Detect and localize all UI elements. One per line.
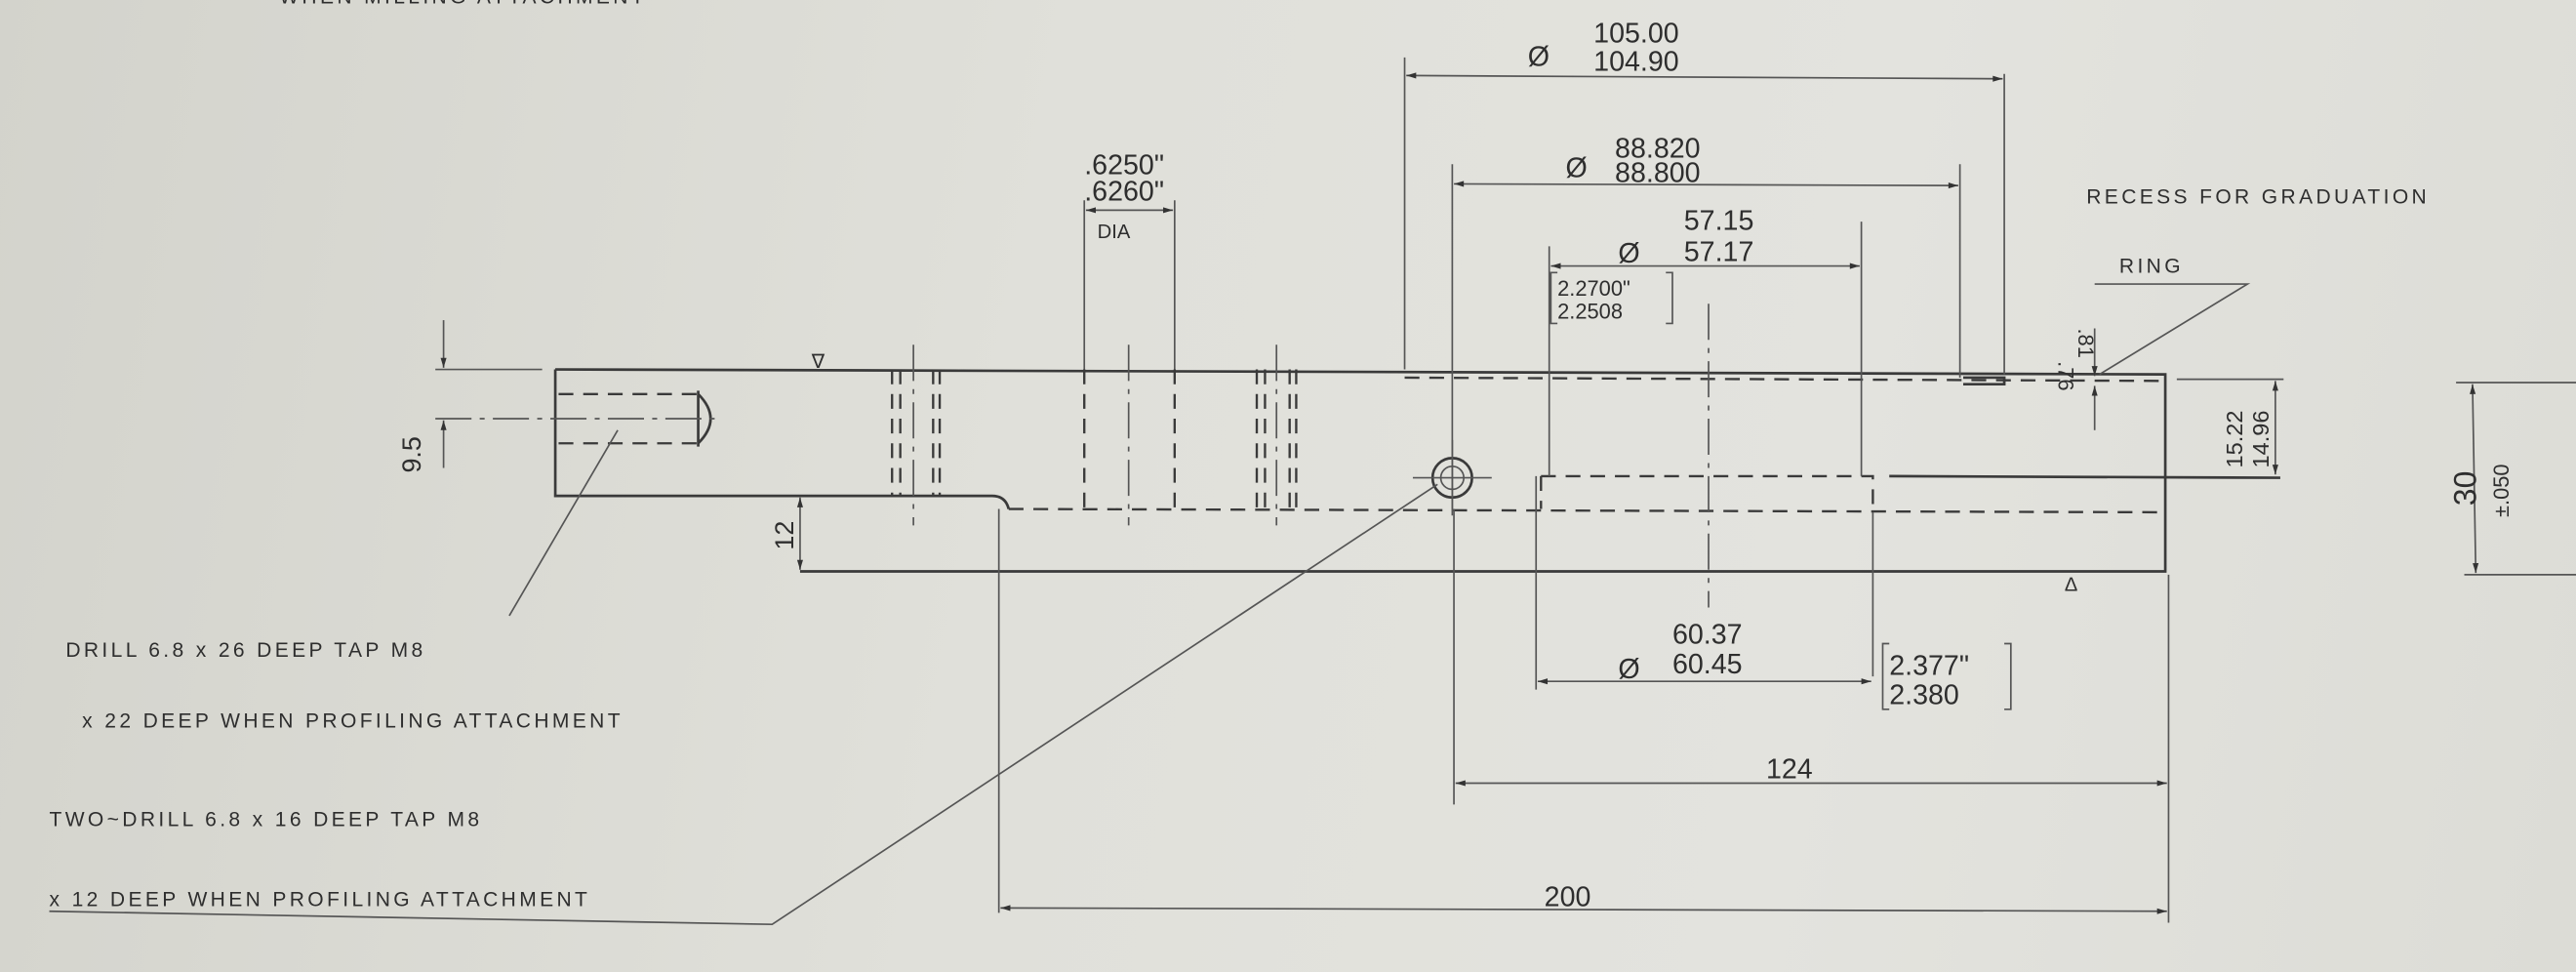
outer-dia-lower: 104.90 [1593, 46, 1679, 77]
pin-dia-upper: .6250" [1084, 149, 1164, 181]
dia-symbol: Ø [1528, 41, 1550, 72]
note-drill-2-line1: TWO~DRILL 6.8 x 16 DEEP TAP M8 [50, 808, 483, 830]
counterbore-dia-upper: 60.37 [1672, 620, 1743, 651]
surface-mark-top: ∇ [811, 351, 825, 373]
bore-dia-lower: 57.17 [1684, 237, 1754, 268]
header-fragment: WHEN MILLING ATTACHMENT [279, 0, 647, 8]
recess-depth-lower: .81 [2073, 328, 2098, 357]
tapped-offset: 9.5 [397, 436, 426, 472]
dimension-lines [49, 57, 2576, 926]
counterbore-dia-lower: 60.45 [1672, 649, 1743, 680]
thickness-tolerance: ±.050 [2489, 464, 2514, 517]
length-124: 124 [1766, 753, 1813, 785]
dia-symbol: Ø [1618, 654, 1639, 685]
pin-dia-lower: .6260" [1084, 176, 1164, 207]
notes: RECESS FOR GRADUATION RING DRILL 6.8 x 2… [50, 186, 2430, 911]
counterbore-inch-lower: 2.380 [1889, 680, 1959, 711]
dia-symbol: Ø [1618, 238, 1639, 269]
step-depth-upper: 15.22 [2222, 411, 2247, 468]
recess-dia-upper: 88.820 [1615, 134, 1701, 165]
note-drill-1-line2: x 22 DEEP WHEN PROFILING ATTACHMENT [82, 709, 624, 732]
note-ring: RING [2119, 255, 2184, 277]
step-height: 12 [770, 521, 799, 550]
note-recess: RECESS FOR GRADUATION [2086, 186, 2430, 209]
surface-mark-bottom: ∆ [2065, 575, 2077, 596]
step-depth-lower: 14.96 [2248, 411, 2274, 468]
recess-dia-lower: 88.800 [1615, 158, 1701, 189]
counterbore-inch-upper: 2.377" [1889, 650, 1969, 681]
thickness-value: 30 [2447, 471, 2482, 506]
bore-dia-upper: 57.15 [1684, 206, 1754, 237]
recess-depth-upper: .76 [2054, 361, 2078, 390]
bore-inch-lower: 2.2508 [1557, 299, 1623, 323]
outer-dia-upper: 105.00 [1593, 19, 1679, 50]
length-200: 200 [1545, 882, 1591, 913]
dimension-text: Ø 105.00 104.90 Ø 88.820 88.800 Ø 57.15 … [397, 19, 2514, 913]
bore-inch-upper: 2.2700" [1557, 276, 1630, 301]
note-drill-2-line2: x 12 DEEP WHEN PROFILING ATTACHMENT [50, 889, 591, 911]
pin-dia-label: DIA [1098, 222, 1131, 243]
dia-symbol: Ø [1566, 153, 1588, 184]
note-drill-1-line1: DRILL 6.8 x 26 DEEP TAP M8 [65, 639, 425, 662]
